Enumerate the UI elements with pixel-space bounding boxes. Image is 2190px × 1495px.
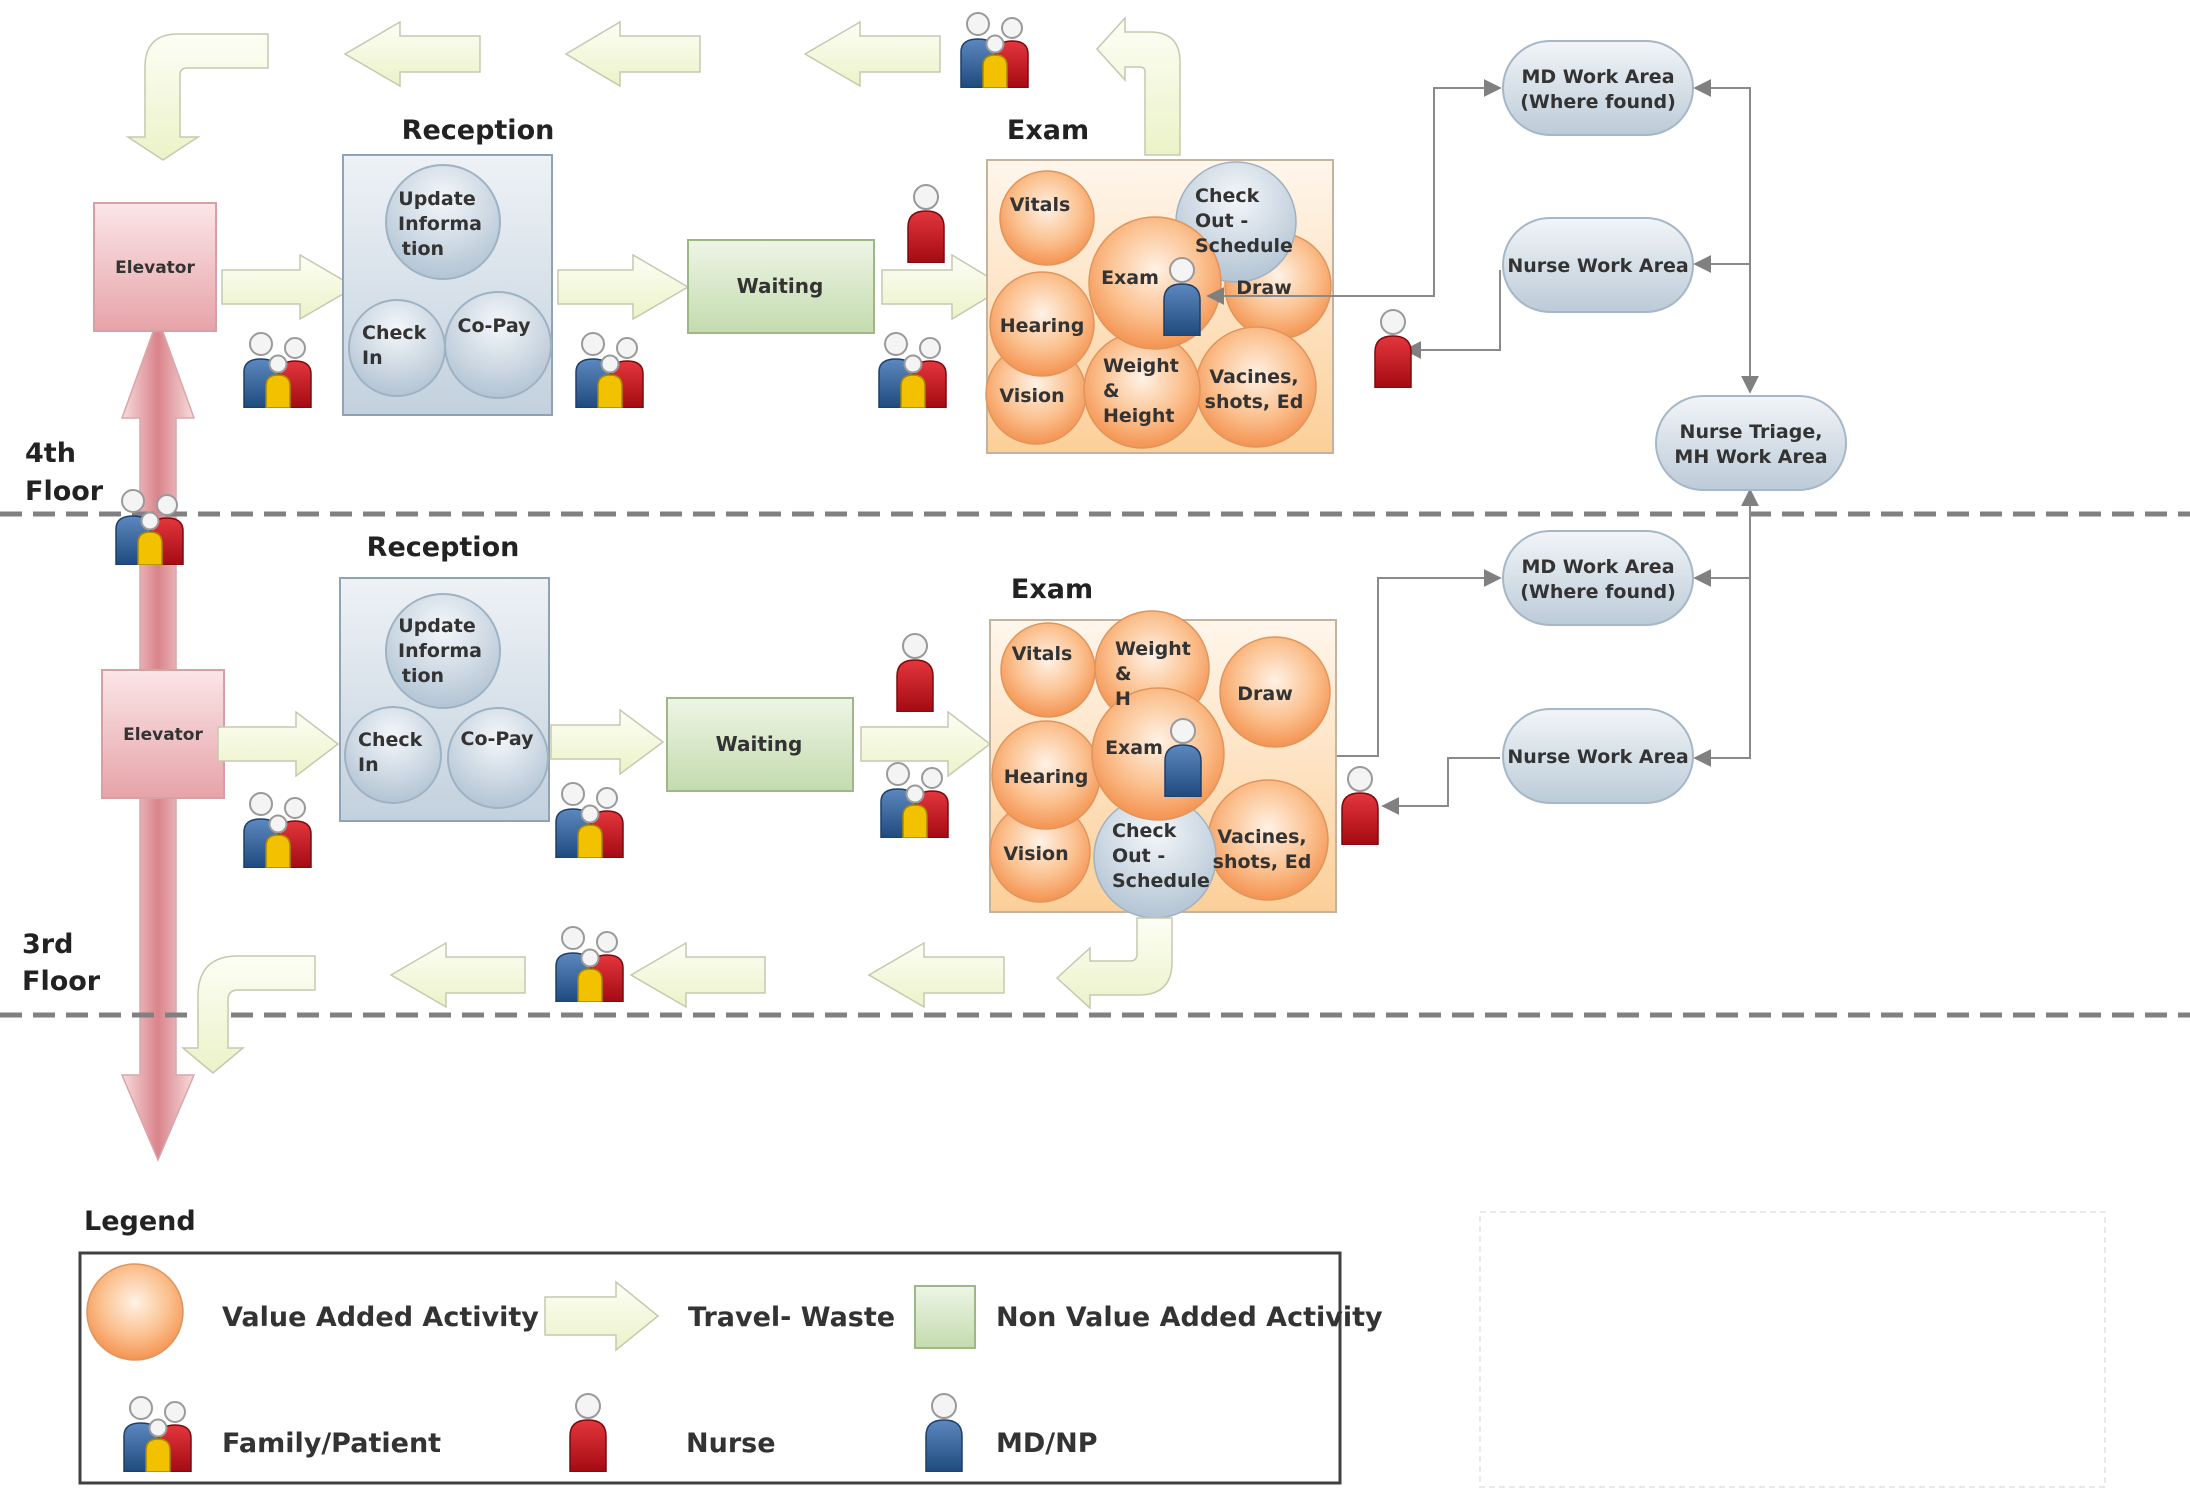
flow-arrows-4th	[221, 253, 1007, 321]
svg-text:Weight&H: Weight&H	[1115, 638, 1191, 710]
elevator-4th[interactable]	[93, 202, 217, 332]
nurse-work-area-4th[interactable]	[1502, 217, 1694, 313]
family-icon	[243, 792, 312, 868]
family-icon	[555, 926, 624, 1002]
waiting-4th-label: Waiting	[737, 274, 824, 298]
nurse-icon	[1374, 309, 1412, 388]
check-in-3rd[interactable]	[344, 706, 442, 804]
svg-text:MD Work Area(Where found): MD Work Area(Where found)	[1520, 66, 1676, 113]
legend-travel-swatch	[544, 1280, 660, 1352]
floor-label-4th: 4th	[25, 438, 76, 469]
svg-text:Draw: Draw	[1237, 683, 1293, 705]
svg-text:Co-Pay: Co-Pay	[461, 728, 535, 750]
nurse-work-area-3rd[interactable]	[1502, 708, 1694, 804]
svg-text:Hearing: Hearing	[1000, 315, 1085, 337]
svg-text:Exam: Exam	[1105, 737, 1163, 759]
svg-text:Weight&Height: Weight&Height	[1103, 355, 1179, 427]
return-arrows-3rd	[180, 917, 1173, 1074]
md-work-area-3rd[interactable]	[1502, 530, 1694, 626]
legend-nurse-label: Nurse	[686, 1428, 776, 1459]
legend-md-label: MD/NP	[996, 1428, 1098, 1459]
exam-circles-3rd	[989, 610, 1331, 919]
waiting-4th	[687, 239, 875, 334]
exam-title-3rd: Exam	[1011, 574, 1093, 605]
nurse-icon	[896, 633, 934, 712]
family-icon	[575, 332, 644, 408]
family-icon	[878, 332, 947, 408]
weight-height-4th[interactable]	[1083, 331, 1201, 449]
svg-text:Nurse Work Area: Nurse Work Area	[1507, 746, 1688, 768]
family-icon	[555, 782, 624, 858]
hearing-4th[interactable]	[989, 271, 1095, 377]
family-icon	[880, 762, 949, 838]
svg-text:Vitals: Vitals	[1012, 643, 1073, 665]
legend-title: Legend	[84, 1206, 196, 1237]
svg-text:Vacines,shots, Ed: Vacines,shots, Ed	[1213, 826, 1312, 873]
legend-md-icon	[925, 1393, 963, 1472]
nurse-icon	[907, 184, 945, 263]
svg-text:Hearing: Hearing	[1004, 766, 1089, 788]
legend-non-value-swatch	[914, 1285, 976, 1349]
svg-text:Nurse Triage,MH Work Area: Nurse Triage,MH Work Area	[1674, 421, 1827, 468]
vitals-4th[interactable]	[999, 170, 1095, 266]
legend-value-added-label: Value Added Activity	[222, 1302, 539, 1333]
empty-placeholder-box	[1479, 1211, 2106, 1488]
nurse-icon	[1341, 766, 1379, 845]
reception-title-4th: Reception	[402, 115, 555, 146]
update-information-3rd[interactable]	[385, 593, 501, 709]
co-pay-3rd[interactable]	[447, 707, 549, 809]
floor-label-4th-floor: Floor	[25, 476, 104, 507]
md-work-area-4th[interactable]	[1502, 40, 1694, 136]
svg-text:Co-Pay: Co-Pay	[458, 315, 532, 337]
md-icon	[1164, 718, 1202, 797]
svg-text:Vacines,shots, Ed: Vacines,shots, Ed	[1205, 366, 1304, 413]
legend-travel-label: Travel- Waste	[688, 1302, 895, 1333]
family-icon	[960, 12, 1029, 88]
legend-value-added-swatch	[86, 1263, 184, 1361]
svg-text:Vitals: Vitals	[1010, 194, 1071, 216]
flow-arrows-3rd	[217, 708, 992, 778]
vitals-3rd[interactable]	[1000, 622, 1096, 718]
floor-label-3rd-floor: Floor	[22, 966, 101, 997]
svg-text:Vision: Vision	[999, 385, 1064, 407]
draw-3rd[interactable]	[1219, 636, 1331, 748]
md-icon	[1163, 257, 1201, 336]
legend-non-value-label: Non Value Added Activity	[996, 1302, 1383, 1333]
waiting-3rd	[666, 697, 854, 792]
return-arrows-4th	[125, 16, 1181, 161]
legend-family-label: Family/Patient	[222, 1428, 441, 1459]
floor-label-3rd: 3rd	[22, 929, 73, 960]
update-information-4th[interactable]	[385, 164, 501, 280]
svg-text:Vision: Vision	[1003, 843, 1068, 865]
co-pay-4th[interactable]	[444, 291, 552, 399]
svg-text:Exam: Exam	[1101, 267, 1159, 289]
family-icon	[243, 332, 312, 408]
legend-nurse-icon	[569, 1393, 607, 1472]
reception-title-3rd: Reception	[367, 532, 520, 563]
elevator-4th-label: Elevator	[115, 258, 195, 278]
svg-text:Nurse Work Area: Nurse Work Area	[1507, 255, 1688, 277]
svg-text:MD Work Area(Where found): MD Work Area(Where found)	[1520, 556, 1676, 603]
waiting-3rd-label: Waiting	[716, 732, 803, 756]
exam-title-4th: Exam	[1007, 115, 1089, 146]
elevator-3rd-label: Elevator	[123, 725, 203, 745]
legend-box	[78, 1251, 1342, 1485]
nurse-triage-area[interactable]	[1655, 395, 1847, 491]
